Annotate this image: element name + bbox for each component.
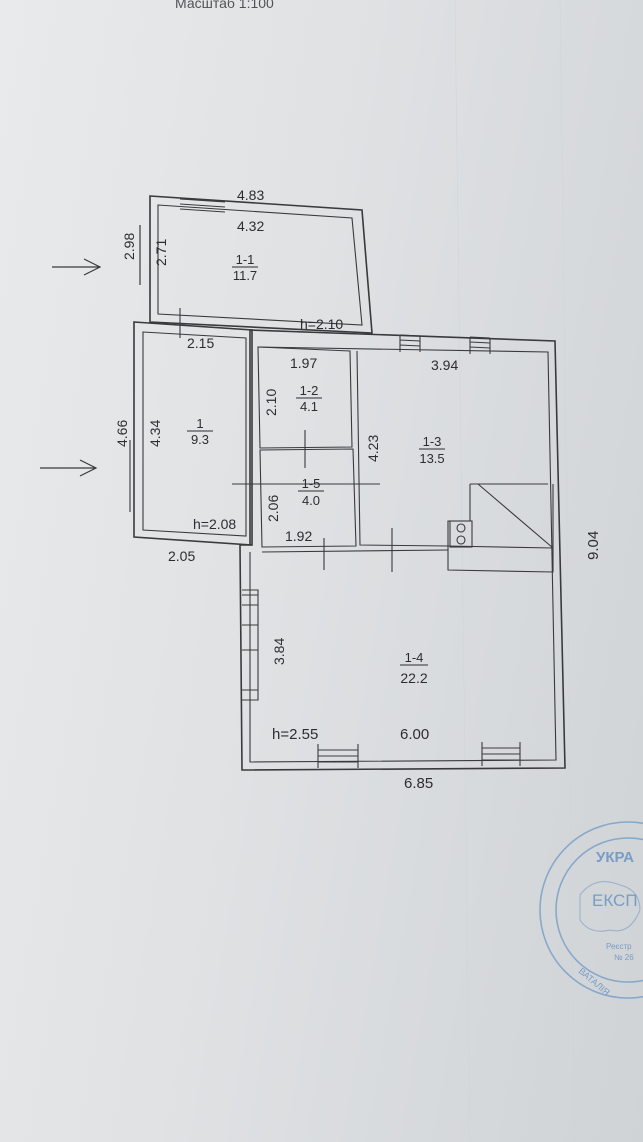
- dim-room13-height: 4.23: [365, 435, 381, 462]
- arrow-right-icon: [52, 258, 102, 276]
- room-1: 1 9.3: [187, 416, 213, 447]
- room-labels: 1-1 11.7 1 9.3 1-2 4.1 1-3 13.5 1-5 4.0 …: [187, 252, 445, 686]
- dim-left-outer-mid: 4.66: [114, 420, 130, 447]
- height-labels: h=2.10 h=2.08 h=2.55: [193, 316, 343, 743]
- room-1-5: 1-5 4.0: [298, 476, 324, 508]
- stove-icon: [449, 520, 473, 548]
- stamp-line: № 26: [614, 953, 634, 962]
- stamp-seal: УКРА ЕКСП Реєстр № 26 ВАТАЛІЯ: [539, 821, 643, 999]
- room-area: 11.7: [233, 268, 257, 283]
- height-label-2: h=2.08: [193, 516, 236, 532]
- room-area: 4.0: [302, 493, 320, 508]
- room-id: 1-2: [300, 383, 319, 398]
- room-id: 1-3: [423, 434, 442, 449]
- dim-top-outer: 4.83: [237, 187, 264, 203]
- windows: [179, 198, 521, 768]
- dim-room12-height: 2.10: [263, 389, 279, 416]
- dim-corridor-width: 2.15: [187, 335, 214, 351]
- dim-right-outer: 9.04: [585, 531, 602, 560]
- room-area: 22.2: [400, 670, 427, 686]
- stamp-line: УКРА: [596, 849, 634, 866]
- room-id: 1-1: [236, 252, 255, 267]
- height-label-3: h=2.55: [272, 726, 318, 743]
- room-1-2: 1-2 4.1: [296, 383, 322, 414]
- dim-room14-height: 3.84: [271, 638, 287, 665]
- dim-left-inner-top: 2.71: [153, 239, 169, 266]
- walls: [133, 195, 566, 771]
- room-id: 1-4: [405, 650, 424, 665]
- entry-arrows: [40, 225, 141, 477]
- room-1-1: 1-1 11.7: [232, 252, 258, 283]
- room-1-4: 1-4 22.2: [400, 650, 428, 686]
- stamp-line: ВАТАЛІЯ: [577, 966, 612, 998]
- dim-left-inner-mid: 4.34: [147, 420, 163, 447]
- wall-room-1: [133, 321, 253, 546]
- dimension-labels: 4.83 4.32 2.98 2.71 2.15 4.66 4.34 2.05 …: [114, 187, 602, 792]
- stamp-line: Реєстр: [606, 942, 632, 951]
- dim-room14-width: 6.00: [400, 726, 429, 743]
- room-area: 9.3: [191, 432, 209, 447]
- wall-room-1-3: [356, 350, 449, 547]
- arrow-right-icon: [40, 459, 98, 477]
- room-area: 13.5: [419, 451, 444, 466]
- dim-bottom-outer: 6.85: [404, 775, 433, 792]
- dim-room15-height: 2.06: [265, 495, 281, 522]
- dim-left-outer-top: 2.98: [121, 233, 137, 260]
- door-ticks: [129, 308, 393, 572]
- room-id: 1-5: [302, 476, 321, 491]
- dim-bottom-left: 2.05: [168, 548, 195, 564]
- stamp-line: ЕКСП: [592, 891, 638, 910]
- room-area: 4.1: [300, 399, 318, 414]
- steps-outline: [242, 589, 259, 701]
- room-1-3: 1-3 13.5: [419, 434, 445, 466]
- height-label-1: h=2.10: [300, 316, 343, 332]
- paper-grid: [454, 0, 576, 1142]
- room-id: 1: [196, 416, 203, 431]
- wall-room-1-1: [149, 195, 373, 334]
- wall-room-1-5: [259, 448, 357, 548]
- dim-room15-width: 1.92: [285, 528, 312, 544]
- dim-room12-width: 1.97: [290, 355, 317, 371]
- wall-main-block: [239, 329, 566, 771]
- dim-top-inner: 4.32: [237, 218, 264, 234]
- dim-room13-width: 3.94: [431, 357, 458, 373]
- scale-label: Масштаб 1:100: [175, 0, 274, 11]
- wall-room-1-2: [257, 346, 353, 449]
